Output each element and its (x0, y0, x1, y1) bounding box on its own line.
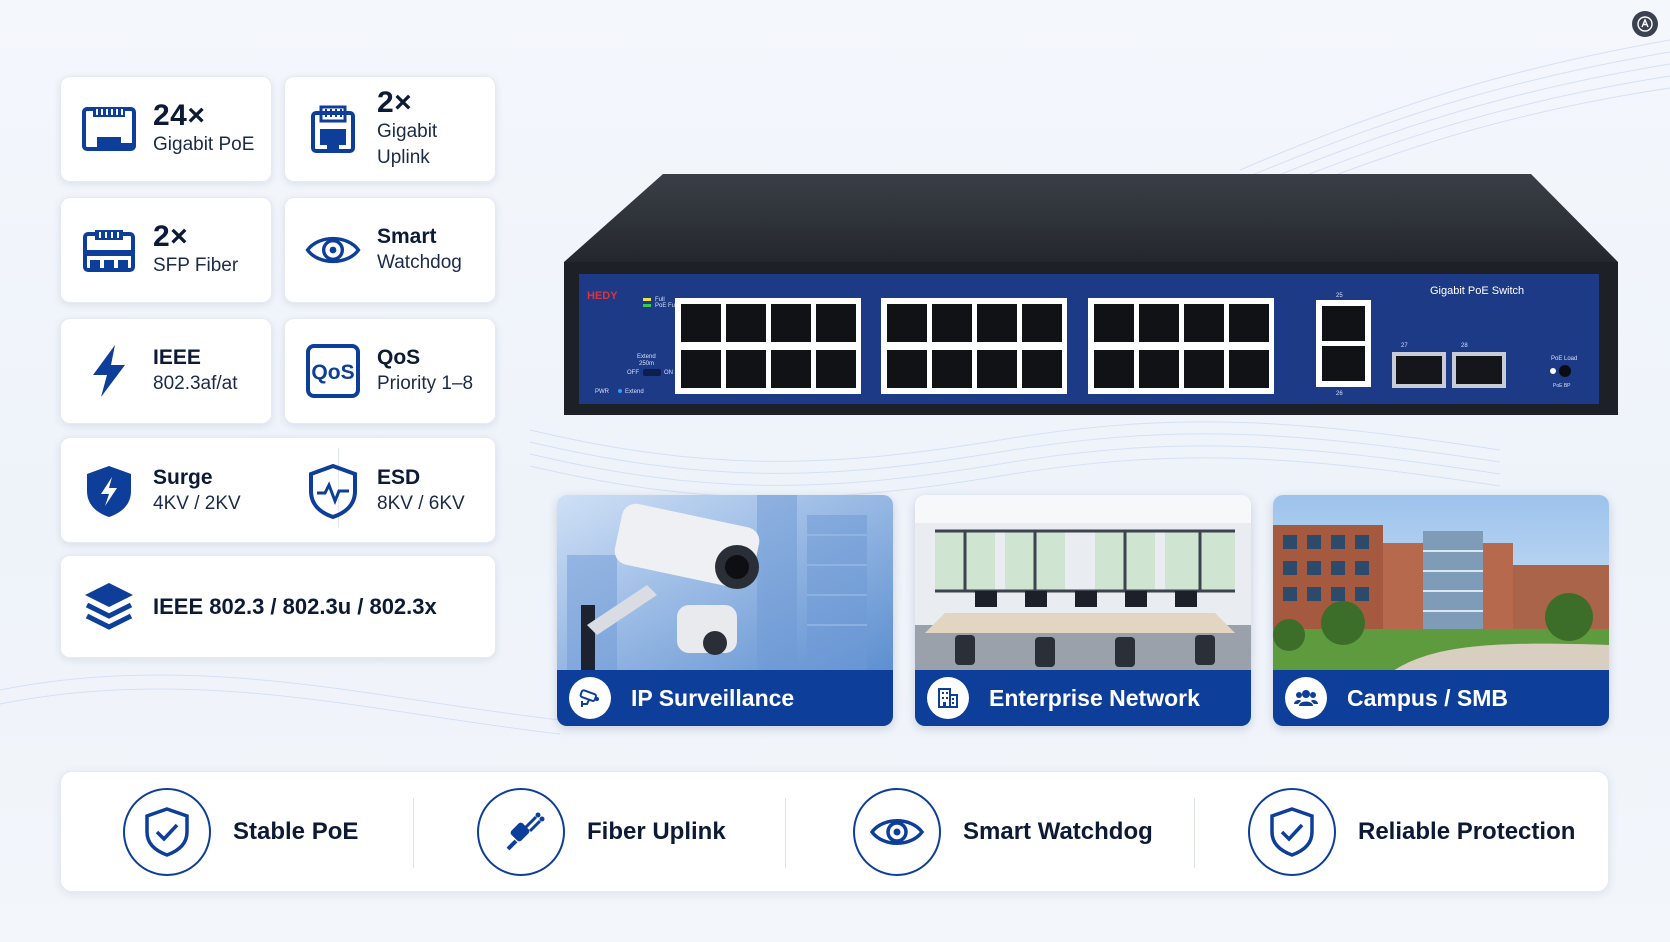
extend-sub-label: 250m (639, 361, 654, 367)
feature-card-qos: QoS QoS Priority 1–8 (284, 318, 496, 424)
feature-card-gigabit-poe: 24×Gigabit PoE (60, 76, 272, 182)
benefit-smart-watchdog: Smart Watchdog (853, 788, 1153, 876)
application-label: IP Surveillance (631, 684, 795, 711)
benefit-label: Fiber Uplink (587, 818, 726, 845)
feature-value: QoS (377, 346, 421, 369)
feature-card-protection: Surge 4KV / 2KV ESD 8KV / 6KV (60, 437, 496, 543)
layers-icon (81, 579, 137, 635)
application-bar: Enterprise Network (915, 670, 1251, 726)
feature-label: Gigabit Uplink (377, 121, 438, 168)
feature-value: Smart (377, 225, 437, 248)
application-bar: IP Surveillance (557, 670, 893, 726)
application-tile-enterprise-network[interactable]: Enterprise Network (915, 495, 1251, 726)
rj45-port-icon (81, 101, 137, 157)
poe-switch-device: HEDY Full PoE Full Extend 250m OFF ON PW… (564, 174, 1618, 415)
benefit-label: Reliable Protection (1358, 818, 1576, 845)
feature-value: 24× (153, 99, 206, 132)
lightning-icon (81, 343, 137, 399)
application-tile-campus-smb[interactable]: Campus / SMB (1273, 495, 1609, 726)
switch-off-label: OFF (627, 370, 639, 376)
feature-value: ESD (377, 466, 421, 489)
benefits-band: Stable PoE Fiber Uplink Smart Watchdog R… (60, 771, 1609, 892)
poe-bp-label: PoE BP (1553, 383, 1571, 389)
shield-bolt-icon (81, 463, 137, 519)
application-bar: Campus / SMB (1273, 670, 1609, 726)
feature-card-ieee-poe: IEEE 802.3af/at (60, 318, 272, 424)
camera-icon (569, 677, 611, 719)
users-icon (1285, 677, 1327, 719)
feature-card-sfp-fiber: 2×SFP Fiber (60, 197, 272, 303)
extend-led-label: Extend (625, 389, 644, 395)
switch-on-label: ON (664, 370, 673, 376)
benefit-label: Smart Watchdog (963, 818, 1153, 845)
sfp-left-number: 27 (1401, 343, 1408, 349)
user-badge-icon (1637, 16, 1653, 32)
benefit-label: Stable PoE (233, 818, 359, 845)
feature-value: 2× (153, 220, 189, 253)
surveillance-photo (557, 495, 893, 671)
model-label: Gigabit PoE Switch (1430, 285, 1524, 297)
feature-label: 8KV / 6KV (377, 493, 465, 514)
application-tile-ip-surveillance[interactable]: IP Surveillance (557, 495, 893, 726)
shield-check-icon (123, 788, 211, 876)
sfp-ports (1392, 352, 1506, 388)
feature-label: SFP Fiber (153, 255, 239, 276)
eye-icon (305, 222, 361, 278)
sfp-module-icon (81, 222, 137, 278)
shield-check-icon (1248, 788, 1336, 876)
extend-label: Extend (637, 354, 656, 360)
feature-label: Watchdog (377, 252, 462, 273)
fiber-plug-icon (477, 788, 565, 876)
uplink-ports (1316, 300, 1371, 387)
feature-label: 802.3af/at (153, 373, 238, 394)
sfp-right-number: 28 (1461, 343, 1468, 349)
benefit-reliable-protection: Reliable Protection (1248, 788, 1575, 876)
building-icon (927, 677, 969, 719)
led-poe-full-label: PoE Full (655, 303, 678, 309)
feature-label: 4KV / 2KV (153, 493, 241, 514)
uplink-top-number: 25 (1336, 293, 1343, 299)
feature-card-gigabit-uplink: 2×Gigabit Uplink (284, 76, 496, 182)
eye-icon (853, 788, 941, 876)
benefit-fiber-uplink: Fiber Uplink (477, 788, 726, 876)
office-photo (915, 495, 1251, 671)
led-full-label: Full (655, 297, 665, 303)
rj45-port-group-2 (881, 298, 1067, 394)
settings-corner-button[interactable] (1632, 11, 1658, 37)
feature-value: Surge (153, 466, 213, 489)
poe-load-label: PoE Load (1551, 356, 1577, 362)
feature-card-standards: IEEE 802.3 / 802.3u / 802.3x (60, 555, 496, 658)
campus-photo (1273, 495, 1609, 671)
application-label: Enterprise Network (989, 684, 1200, 711)
uplink-bottom-number: 26 (1336, 391, 1343, 397)
switch-top-cover (564, 174, 1618, 262)
band-divider (785, 798, 786, 868)
rj45-port-group-3 (1088, 298, 1274, 394)
feature-label: Priority 1–8 (377, 373, 474, 394)
shield-pulse-icon (305, 463, 361, 519)
band-divider (413, 798, 414, 868)
qos-icon: QoS (305, 343, 361, 399)
benefit-stable-poe: Stable PoE (123, 788, 358, 876)
feature-value: IEEE (153, 346, 201, 369)
band-divider (1194, 798, 1195, 868)
standards-text: IEEE 802.3 / 802.3u / 802.3x (153, 593, 437, 619)
application-label: Campus / SMB (1347, 684, 1509, 711)
feature-label: Gigabit PoE (153, 134, 255, 155)
rj45-port-group-1 (675, 298, 861, 394)
card-divider (338, 448, 339, 528)
feature-value: 2× (377, 86, 413, 119)
switch-brand: HEDY (587, 290, 618, 302)
svg-text:QoS: QoS (311, 361, 354, 384)
pwr-label: PWR (595, 389, 610, 395)
uplink-port-icon (305, 101, 361, 157)
